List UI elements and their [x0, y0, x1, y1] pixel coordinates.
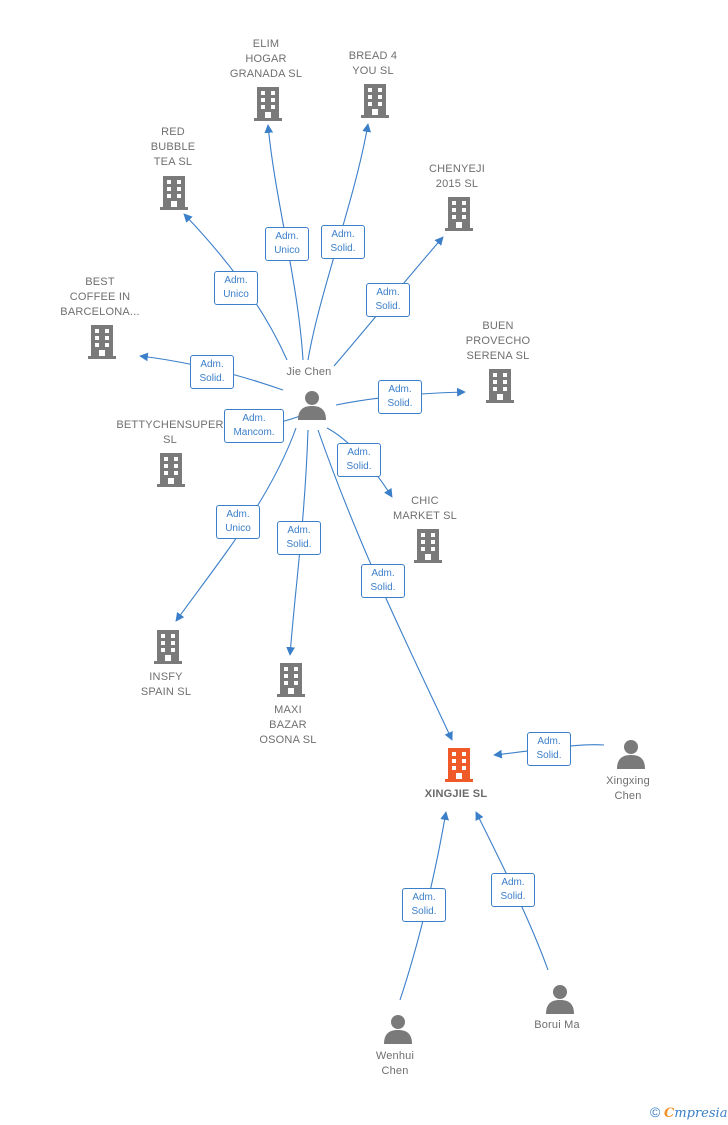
building-icon[interactable]	[88, 325, 116, 359]
relation-badge: Adm. Unico	[216, 505, 260, 539]
footer-brand[interactable]: © Cmpresia	[650, 1104, 727, 1121]
company-label-xingjie[interactable]: XINGJIE SL	[424, 788, 488, 800]
company-label-bread4you[interactable]: BREAD 4 YOU SL	[348, 50, 398, 77]
building-icon[interactable]	[277, 663, 305, 697]
company-label-buen-provecho[interactable]: BUEN PROVECHO SERENA SL	[465, 320, 531, 362]
person-icon[interactable]	[298, 391, 326, 420]
relation-badge: Adm. Solid.	[190, 355, 234, 389]
building-icon[interactable]	[154, 630, 182, 664]
building-icon[interactable]	[361, 84, 389, 118]
company-label-chenyeji[interactable]: CHENYEJI 2015 SL	[429, 163, 485, 190]
person-label-jie-chen[interactable]: Jie Chen	[286, 366, 332, 378]
building-icon[interactable]	[486, 369, 514, 403]
person-label-wenhui-chen[interactable]: Wenhui Chen	[375, 1050, 415, 1077]
person-icon[interactable]	[384, 1015, 412, 1044]
relation-badge: Adm. Solid.	[491, 873, 535, 907]
relation-badge: Adm. Solid.	[402, 888, 446, 922]
person-icon[interactable]	[617, 740, 645, 769]
building-icon-focus[interactable]	[445, 748, 473, 782]
company-label-insfy[interactable]: INSFY SPAIN SL	[140, 671, 192, 698]
building-icon[interactable]	[414, 529, 442, 563]
building-icon[interactable]	[254, 87, 282, 121]
relation-badge: Adm. Solid.	[277, 521, 321, 555]
relation-badge: Adm. Solid.	[527, 732, 571, 766]
company-label-best-coffee[interactable]: BEST COFFEE IN BARCELONA...	[60, 276, 140, 318]
company-label-red-bubble[interactable]: RED BUBBLE TEA SL	[150, 126, 196, 168]
relation-badge: Adm. Solid.	[378, 380, 422, 414]
building-icon[interactable]	[445, 197, 473, 231]
relation-badge: Adm. Solid.	[321, 225, 365, 259]
building-icon[interactable]	[157, 453, 185, 487]
company-label-chic-market[interactable]: CHIC MARKET SL	[393, 495, 457, 522]
building-icon[interactable]	[160, 176, 188, 210]
company-label-maxi-bazar[interactable]: MAXI BAZAR OSONA SL	[259, 704, 317, 746]
relation-badge: Adm. Mancom.	[224, 409, 284, 443]
company-label-elim[interactable]: ELIM HOGAR GRANADA SL	[229, 38, 303, 80]
person-icon[interactable]	[546, 985, 574, 1014]
brand-logo: Cmpresia	[663, 1106, 728, 1121]
relation-badge: Adm. Solid.	[366, 283, 410, 317]
copyright-icon: ©	[650, 1104, 661, 1120]
relation-badge: Adm. Unico	[265, 227, 309, 261]
relation-badge: Adm. Solid.	[337, 443, 381, 477]
company-label-bettychen[interactable]: BETTYCHENSUPER SL	[116, 419, 224, 446]
person-label-borui-ma[interactable]: Borui Ma	[534, 1019, 580, 1031]
relation-badge: Adm. Unico	[214, 271, 258, 305]
person-label-xingxing-chen[interactable]: Xingxing Chen	[606, 775, 650, 802]
relation-badge: Adm. Solid.	[361, 564, 405, 598]
